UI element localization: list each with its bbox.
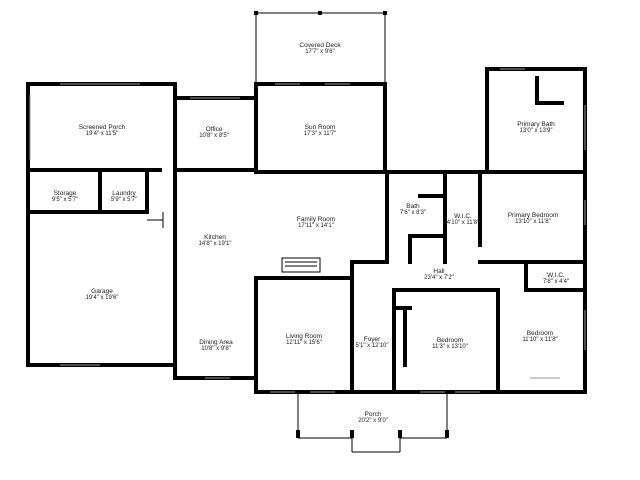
room-name: Foyer [363, 336, 381, 343]
room-label-wic: W.I.C.4'10" x 11'8" [447, 213, 479, 227]
room-dims: 17'11" x 14'1" [298, 223, 334, 230]
room-name: Hall [433, 268, 445, 275]
room-name: Living Room [285, 333, 323, 340]
windows [29, 68, 586, 393]
room-name: Bedroom [526, 330, 554, 337]
main-house-walls [173, 170, 587, 394]
room-name: Laundry [112, 190, 136, 197]
room-dims: 5'1" x 12'10" [355, 343, 389, 350]
room-name: Primary Bedroom [507, 212, 559, 219]
room-name: Covered Deck [299, 42, 341, 49]
room-name: Porch [364, 411, 382, 418]
room-name: Kitchen [204, 234, 226, 241]
room-name: W.I.C. [454, 213, 472, 220]
room-dims: 19'4" x 11'5" [85, 131, 119, 138]
room-name: Garage [91, 288, 113, 295]
room-dims: 20'2" x 9'0" [358, 418, 388, 425]
room-dims: 10'8" x 8'5" [199, 133, 229, 140]
room-dims: 12'11" x 15'6" [286, 340, 322, 347]
garage-walls [26, 168, 177, 380]
covered-deck-outline [254, 11, 387, 84]
room-name: Storage [53, 190, 77, 197]
room-dims: 17'3" x 11'7" [303, 131, 337, 138]
room-name: Office [205, 126, 223, 133]
room-dims: 11'3" x 13'10" [432, 344, 468, 351]
room-dims: 4'10" x 11'8" [446, 220, 480, 227]
room-name: Sun Room [304, 124, 336, 131]
room-dims: 13'10" x 11'8" [515, 219, 551, 226]
room-label-wic: W.I.C.7'8" x 4'4" [543, 272, 569, 286]
fireplace [281, 257, 321, 273]
room-dims: 17'7" x 9'6" [305, 49, 335, 56]
room-dims: 23'4" x 7'2" [424, 275, 454, 282]
room-name: W.I.C. [547, 272, 565, 279]
room-name: Family Room [296, 216, 336, 223]
room-dims: 7'8" x 4'4" [542, 279, 570, 286]
room-dims: 5'9" x 5'7" [110, 197, 138, 204]
room-name: Dining Area [199, 339, 233, 346]
room-name: Bath [406, 203, 420, 210]
room-dims: 10'8" x 9'8" [201, 346, 231, 353]
room-dims: 19'4" x 19'6" [85, 295, 119, 302]
room-dims: 9'5" x 5'7" [51, 197, 79, 204]
room-dims: 11'10" x 11'8" [522, 337, 558, 344]
room-dims: 14'8" x 19'1" [198, 241, 232, 248]
room-name: Primary Bath [517, 121, 555, 128]
room-name: Bedroom [436, 337, 464, 344]
room-dims: 13'0" x 13'9" [519, 128, 553, 135]
room-dims: 7'6" x 8'3" [399, 210, 427, 217]
room-name: Screened Porch [78, 124, 126, 131]
porch-outline [296, 392, 449, 453]
